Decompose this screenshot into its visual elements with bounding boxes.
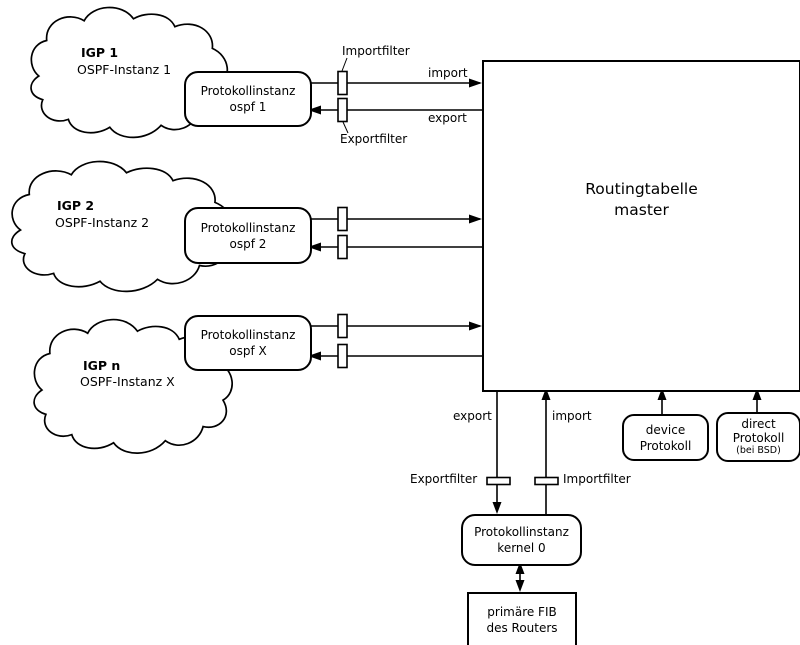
fib-line1: primäre FIB: [487, 604, 557, 619]
routing-table-master-line1: Routingtabelle: [585, 180, 698, 198]
export-arrowhead-row1: [308, 105, 321, 115]
importfilter-top-label: Importfilter: [342, 44, 410, 58]
protocol-box-ospf-1: Protokollinstanz ospf 1: [184, 71, 312, 127]
device-protocol-line2: Protokoll: [639, 438, 692, 453]
fib-line2: des Routers: [486, 620, 558, 635]
importfilter-callout-line: [341, 57, 348, 72]
direct-protocol-line3: (bei BSD): [736, 445, 781, 456]
protocol-box-ospf-x: Protokollinstanz ospf X: [184, 315, 312, 371]
kernel-protocol-box: Protokollinstanz kernel 0: [461, 514, 582, 566]
fib-box: primäre FIB des Routers: [467, 592, 577, 645]
protocol-box-ospf-x-line2: ospf X: [229, 344, 267, 358]
direct-protocol-line1: direct: [741, 417, 776, 431]
import-filter-chip-row2: [337, 206, 348, 232]
cloud-igp-1-subtitle: OSPF-Instanz 1: [77, 62, 172, 77]
cloud-igp-n-subtitle: OSPF-Instanz X: [80, 374, 175, 389]
export-filter-chip-row2: [337, 234, 348, 260]
exportfilter-callout-line: [342, 121, 349, 134]
exportfilter-top-label: Exportfilter: [340, 132, 408, 146]
cloud-igp-2-title: IGP 2: [57, 198, 95, 213]
device-protocol-arrowhead: [657, 388, 667, 400]
export-filter-chip-kernel: [486, 476, 511, 486]
device-protocol-line1: device: [645, 422, 686, 437]
cloud-igp-n-shape: [34, 320, 232, 454]
export-bottom-label: export: [453, 409, 492, 423]
kernel-fib-arrowhead-up: [515, 562, 525, 574]
import-filter-chip-row1: [337, 70, 348, 96]
import-arrowhead-row2: [469, 214, 482, 224]
protocol-box-ospf-x-line1: Protokollinstanz: [200, 328, 296, 342]
protocol-box-ospf-2-line2: ospf 2: [229, 236, 267, 251]
import-arrowhead-row3: [469, 321, 482, 331]
export-filter-chip-row1: [337, 97, 348, 123]
import-top-label: import: [428, 66, 468, 80]
kernel-protocol-line2: kernel 0: [497, 541, 546, 555]
export-arrowhead-row2: [308, 242, 321, 252]
import-bottom-label: import: [552, 409, 592, 423]
direct-protocol-arrowhead: [752, 388, 762, 400]
export-filter-chip-row3: [337, 343, 348, 369]
kernel-protocol-line1: Protokollinstanz: [474, 525, 569, 539]
cloud-igp-2-subtitle: OSPF-Instanz 2: [55, 215, 150, 230]
direct-protocol-box: direct Protokoll (bei BSD): [716, 412, 800, 462]
import-filter-chip-row3: [337, 313, 348, 339]
routing-table-master-label: Routingtabelle master: [585, 179, 698, 221]
import-arrowhead-kernel: [541, 388, 551, 400]
direct-protocol-line2: Protokoll: [732, 431, 785, 445]
protocol-box-ospf-1-line2: ospf 1: [229, 100, 267, 114]
protocol-box-ospf-1-line1: Protokollinstanz: [200, 84, 296, 98]
export-top-label: export: [428, 111, 467, 125]
import-filter-chip-kernel: [534, 476, 559, 486]
exportfilter-bottom-label: Exportfilter: [410, 472, 478, 486]
routing-table-master-line2: master: [614, 201, 669, 219]
importfilter-bottom-label: Importfilter: [563, 472, 631, 486]
cloud-igp-1-title: IGP 1: [81, 45, 119, 60]
cloud-igp-n-title: IGP n: [83, 358, 121, 373]
routing-table-master-box: Routingtabelle master: [482, 60, 800, 392]
export-arrowhead-row3: [308, 351, 321, 361]
kernel-fib-arrowhead-down: [515, 580, 525, 592]
import-arrowhead-row1: [469, 78, 482, 88]
export-arrowhead-kernel: [492, 502, 502, 514]
device-protocol-box: device Protokoll: [622, 414, 709, 461]
protocol-box-ospf-2: Protokollinstanz ospf 2: [184, 207, 312, 264]
protocol-box-ospf-2-line1: Protokollinstanz: [200, 220, 296, 235]
